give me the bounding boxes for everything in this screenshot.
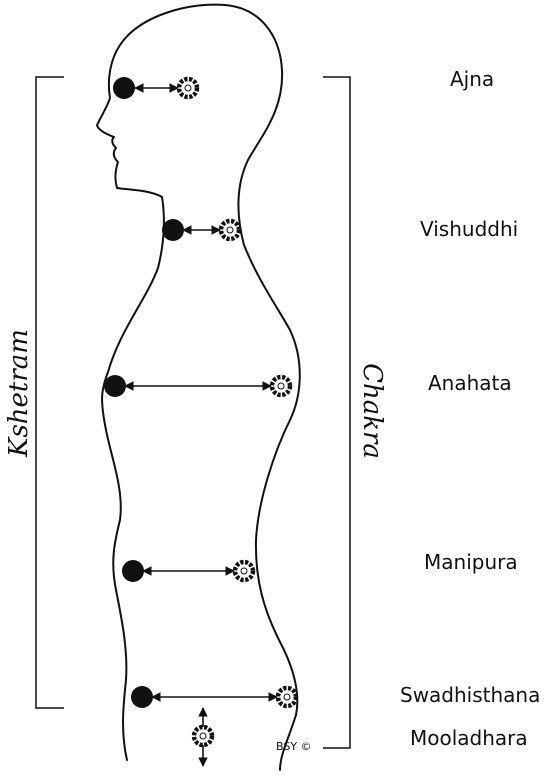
chakra-bracket bbox=[323, 76, 351, 749]
swadhisthana-kshetram-dot bbox=[131, 686, 153, 708]
chakra-label-anahata: Anahata bbox=[428, 371, 512, 395]
manipura-kshetram-dot bbox=[122, 560, 144, 582]
copyright-mark: BSY © bbox=[276, 740, 312, 753]
body-outline-front bbox=[96, 3, 283, 761]
kshetram-bracket bbox=[35, 76, 64, 709]
manipura-marker bbox=[122, 559, 256, 583]
chakra-label-ajna: Ajna bbox=[450, 67, 494, 91]
ajna-kshetram-dot bbox=[113, 77, 135, 99]
body-outline-back bbox=[237, 69, 301, 771]
vishuddhi-marker bbox=[162, 218, 242, 242]
chakra-side-label: Chakra bbox=[357, 363, 387, 459]
anahata-kshetram-dot bbox=[104, 375, 126, 397]
swadhisthana-marker bbox=[131, 685, 299, 709]
mooladhara-marker bbox=[191, 707, 215, 767]
vishuddhi-kshetram-dot bbox=[162, 219, 184, 241]
anahata-marker bbox=[104, 374, 293, 398]
chakra-label-manipura: Manipura bbox=[424, 550, 518, 574]
chakra-label-vishuddhi: Vishuddhi bbox=[420, 217, 518, 241]
chakra-label-swadhisthana: Swadhisthana bbox=[400, 683, 540, 707]
ajna-marker bbox=[113, 76, 200, 100]
kshetram-label: Kshetram bbox=[4, 329, 34, 458]
chakra-label-mooladhara: Mooladhara bbox=[410, 726, 528, 750]
